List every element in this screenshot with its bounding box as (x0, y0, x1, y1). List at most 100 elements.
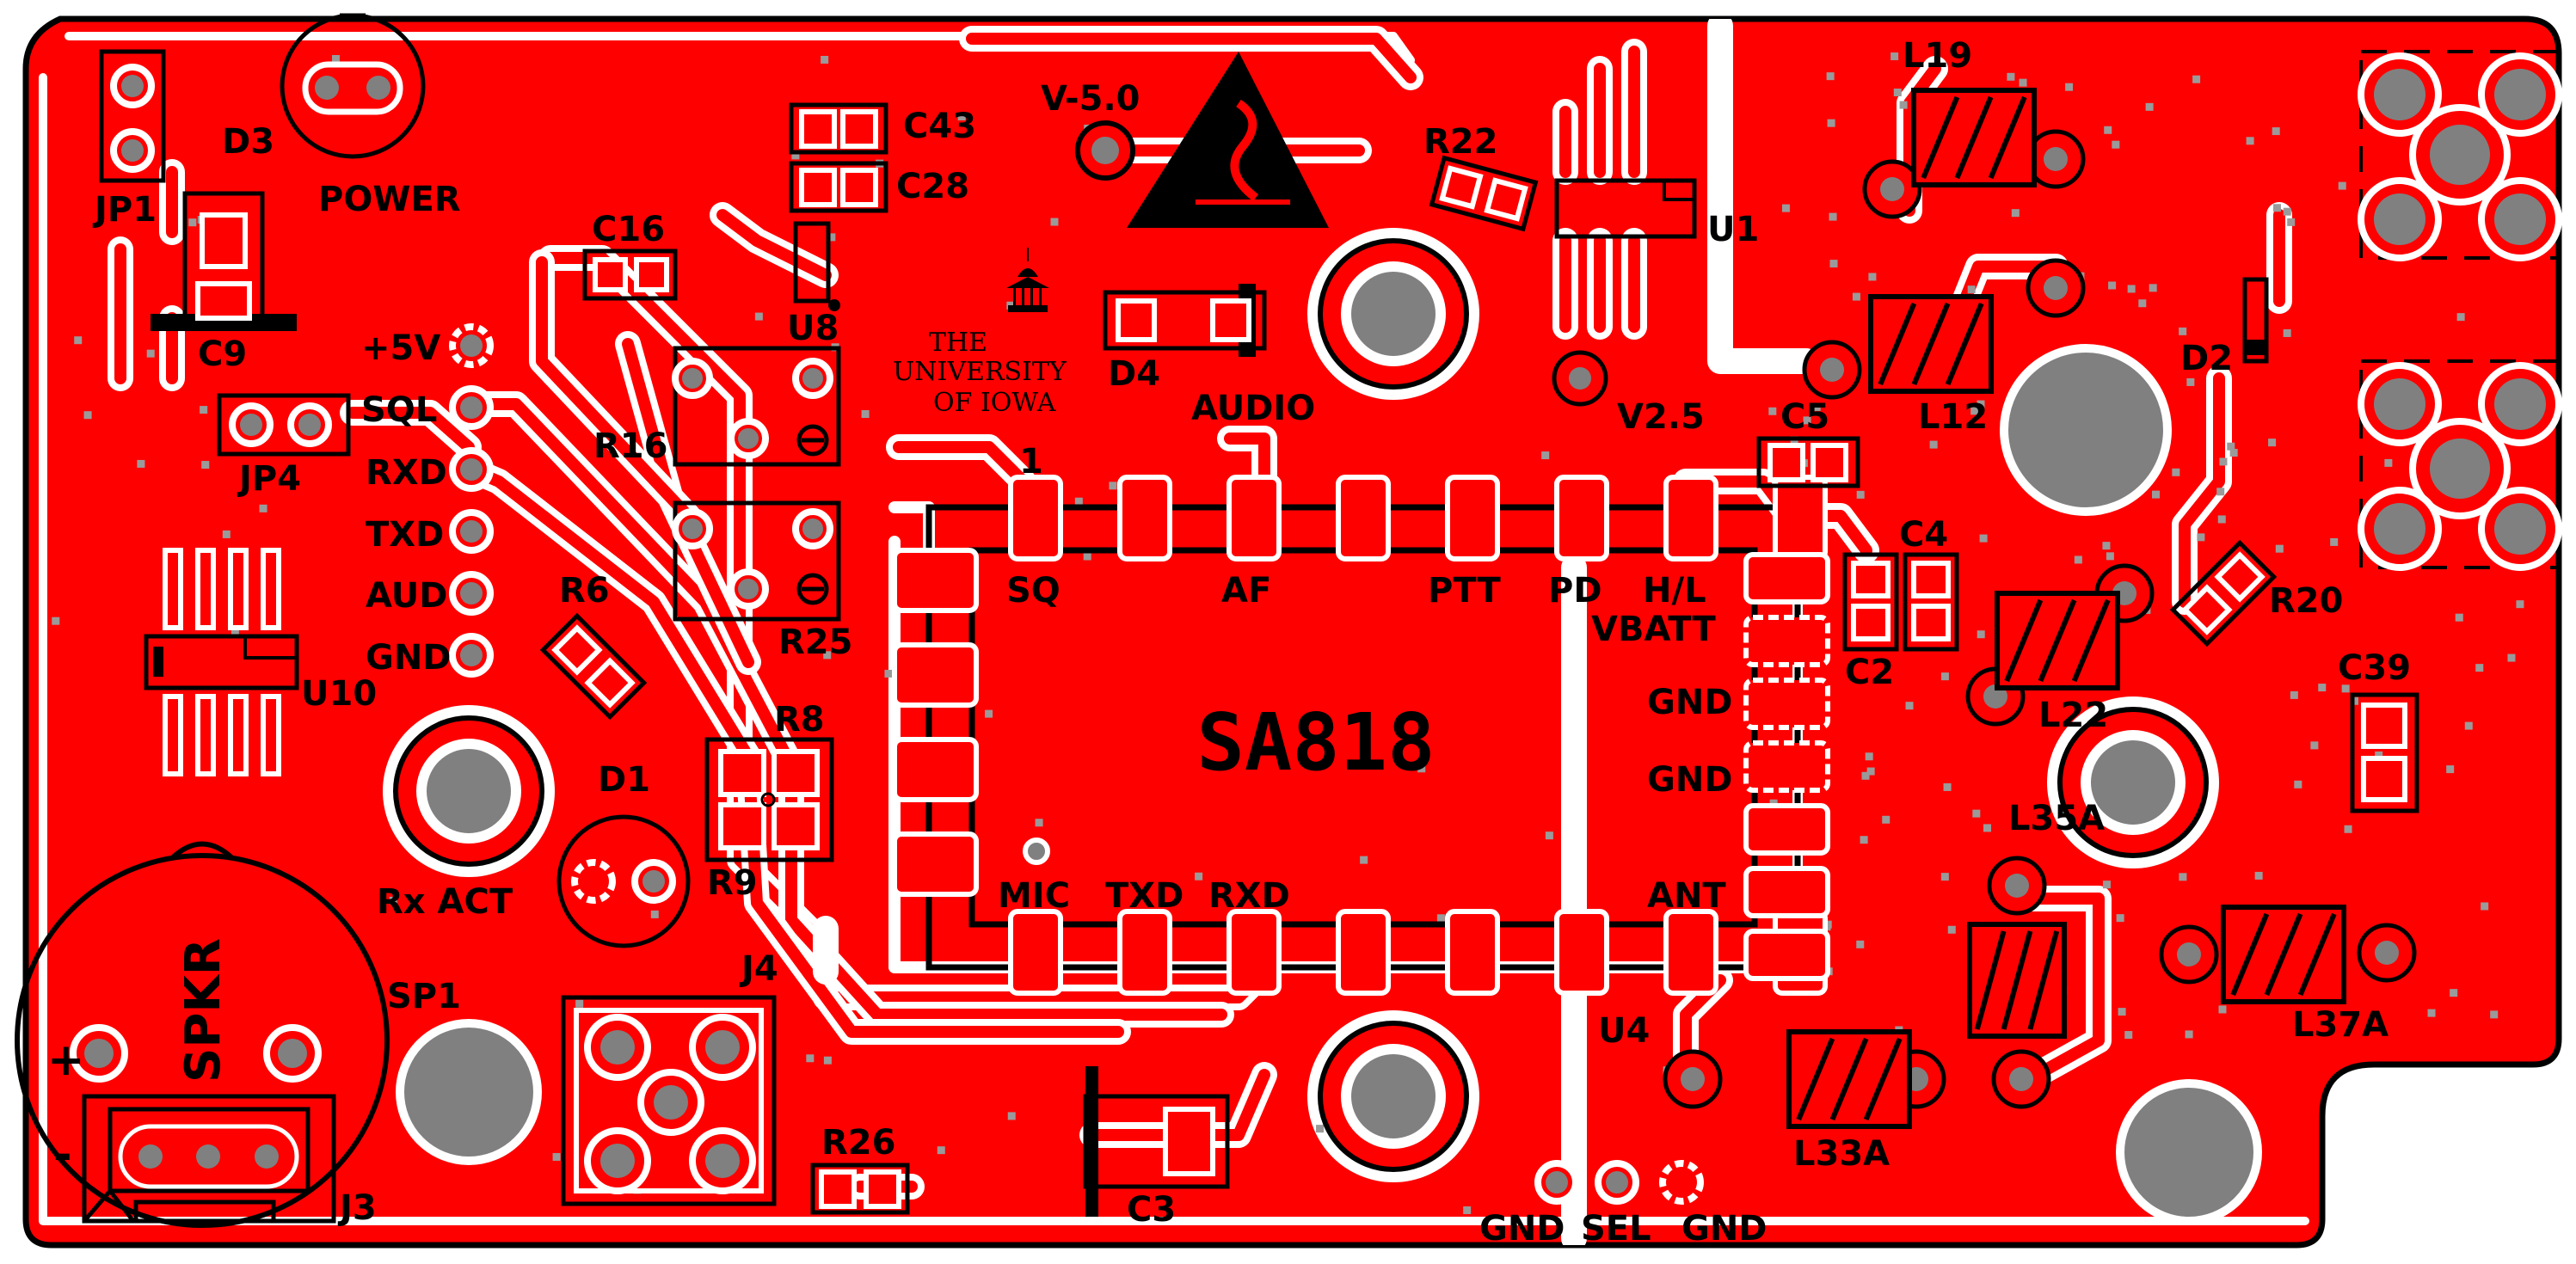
pin-label-ant: ANT (1647, 876, 1726, 916)
stitch-via (2330, 537, 2339, 546)
power-connector: POWER (280, 13, 461, 219)
testpoint-v25: V2.5 (1552, 350, 1705, 437)
stitch-via (1940, 672, 1949, 681)
c2-capacitor: C2 (1842, 552, 1899, 692)
header-label-gnd: GND (366, 638, 452, 678)
refdes-sp1: SP1 (387, 977, 461, 1016)
c16-capacitor: C16 (582, 210, 678, 301)
header-pin-drill (460, 396, 483, 419)
refdes-c9: C9 (198, 334, 247, 374)
stitch-via (2254, 871, 2263, 880)
stitch-via (1947, 925, 1956, 934)
inductor (2159, 905, 2417, 1004)
stitch-via (2283, 328, 2291, 337)
d2-diode: D2 (2180, 277, 2269, 378)
jp4-jumper: JP4 (217, 393, 351, 499)
pin-label-gnd: GND (1647, 760, 1733, 800)
stitch-via (2318, 684, 2327, 692)
refdes-j3: J3 (337, 1188, 377, 1228)
header-label-5v: +5V (361, 328, 440, 368)
stitch-via (1781, 204, 1790, 212)
module-pad (1336, 909, 1391, 996)
pin-label-af: AF (1221, 571, 1271, 611)
stitch-via (1083, 552, 1091, 561)
module-pad (1227, 909, 1282, 996)
module-pad (1743, 740, 1830, 793)
stitch-via (2138, 299, 2147, 308)
module-pad (1743, 803, 1830, 856)
stitch-via (2074, 555, 2082, 564)
stitch-via (2216, 488, 2225, 496)
speaker-sp1: SPKR + - SP1 (15, 841, 461, 1228)
header-pin-drill (460, 458, 483, 481)
stitch-via (83, 411, 92, 420)
testpoint-label-v50: V-5.0 (1041, 79, 1140, 119)
header-label-txd: TXD (366, 515, 444, 555)
pin-label-gnd: GND (1647, 683, 1733, 722)
stitch-via (2268, 439, 2277, 447)
sma-connector-bottom (2358, 359, 2562, 571)
stitch-via (1977, 630, 1985, 639)
select-header: GND SEL GND (1479, 1160, 1768, 1249)
stitch-via (2185, 1030, 2193, 1039)
header-pin-drill (460, 582, 483, 604)
stitch-via (821, 55, 829, 64)
stitch-via (1316, 1125, 1325, 1133)
testpoint-v50: V-5.0 (1041, 79, 1140, 181)
stitch-via (1829, 260, 1838, 268)
stitch-via (1436, 914, 1445, 923)
refdes-r22: R22 (1423, 122, 1497, 162)
module-label: SA818 (1197, 696, 1436, 788)
stitch-via (2179, 873, 2187, 881)
stitch-via (1109, 482, 1117, 490)
r26-resistor: R26 (810, 1123, 910, 1215)
module-pad (1743, 866, 1830, 918)
stitch-via (650, 910, 659, 918)
stitch-via (2516, 600, 2524, 609)
refdes-l19: L19 (1903, 36, 1972, 76)
pin-label-ptt: PTT (1428, 571, 1502, 611)
stitch-via (575, 999, 584, 1008)
stitch-via (754, 312, 763, 321)
university-logo: THE UNIVERSITY OF IOWA (893, 248, 1067, 418)
pin-one-marker: 1 (1019, 442, 1043, 482)
stitch-via (137, 459, 145, 468)
stitch-via (2246, 137, 2254, 145)
stitch-via (1861, 771, 1870, 780)
stitch-via (2127, 285, 2136, 293)
inductors (1663, 88, 2417, 1129)
module-pad (1554, 475, 1609, 561)
stitch-via (1829, 212, 1837, 221)
refdes-c43: C43 (903, 107, 976, 146)
module-pad (892, 737, 979, 802)
stitch-via (2108, 281, 2117, 290)
mounting-hole (1318, 1021, 1469, 1172)
mounting-hole-bare (2116, 1079, 2262, 1225)
stitch-via (2290, 690, 2298, 699)
module-pad (1743, 678, 1830, 730)
stitch-via (1195, 872, 1203, 881)
stitch-via (2172, 468, 2180, 476)
stitch-via (2338, 181, 2346, 190)
stitch-via (52, 617, 60, 625)
stitch-via (188, 218, 197, 227)
stitch-via (1050, 218, 1059, 226)
stitch-via (146, 349, 155, 358)
stitch-via (2104, 126, 2112, 134)
stitch-via (2112, 140, 2120, 149)
stitch-via (823, 1056, 832, 1065)
stitch-via (1856, 490, 1865, 499)
module-pad (1743, 929, 1830, 981)
logo-line1: THE (929, 328, 987, 358)
module-pads-right (1743, 552, 1830, 981)
refdes-d4: D4 (1108, 354, 1160, 394)
header-pin-drill (460, 644, 483, 666)
refdes-r25: R25 (778, 623, 852, 662)
refdes-r26: R26 (821, 1123, 895, 1163)
stitch-via (2152, 490, 2161, 499)
refdes-r6: R6 (559, 571, 610, 611)
stitch-via (1899, 101, 1908, 109)
stitch-via (222, 530, 231, 538)
refdes-c16: C16 (592, 210, 665, 249)
refdes-c4: C4 (1899, 515, 1948, 555)
